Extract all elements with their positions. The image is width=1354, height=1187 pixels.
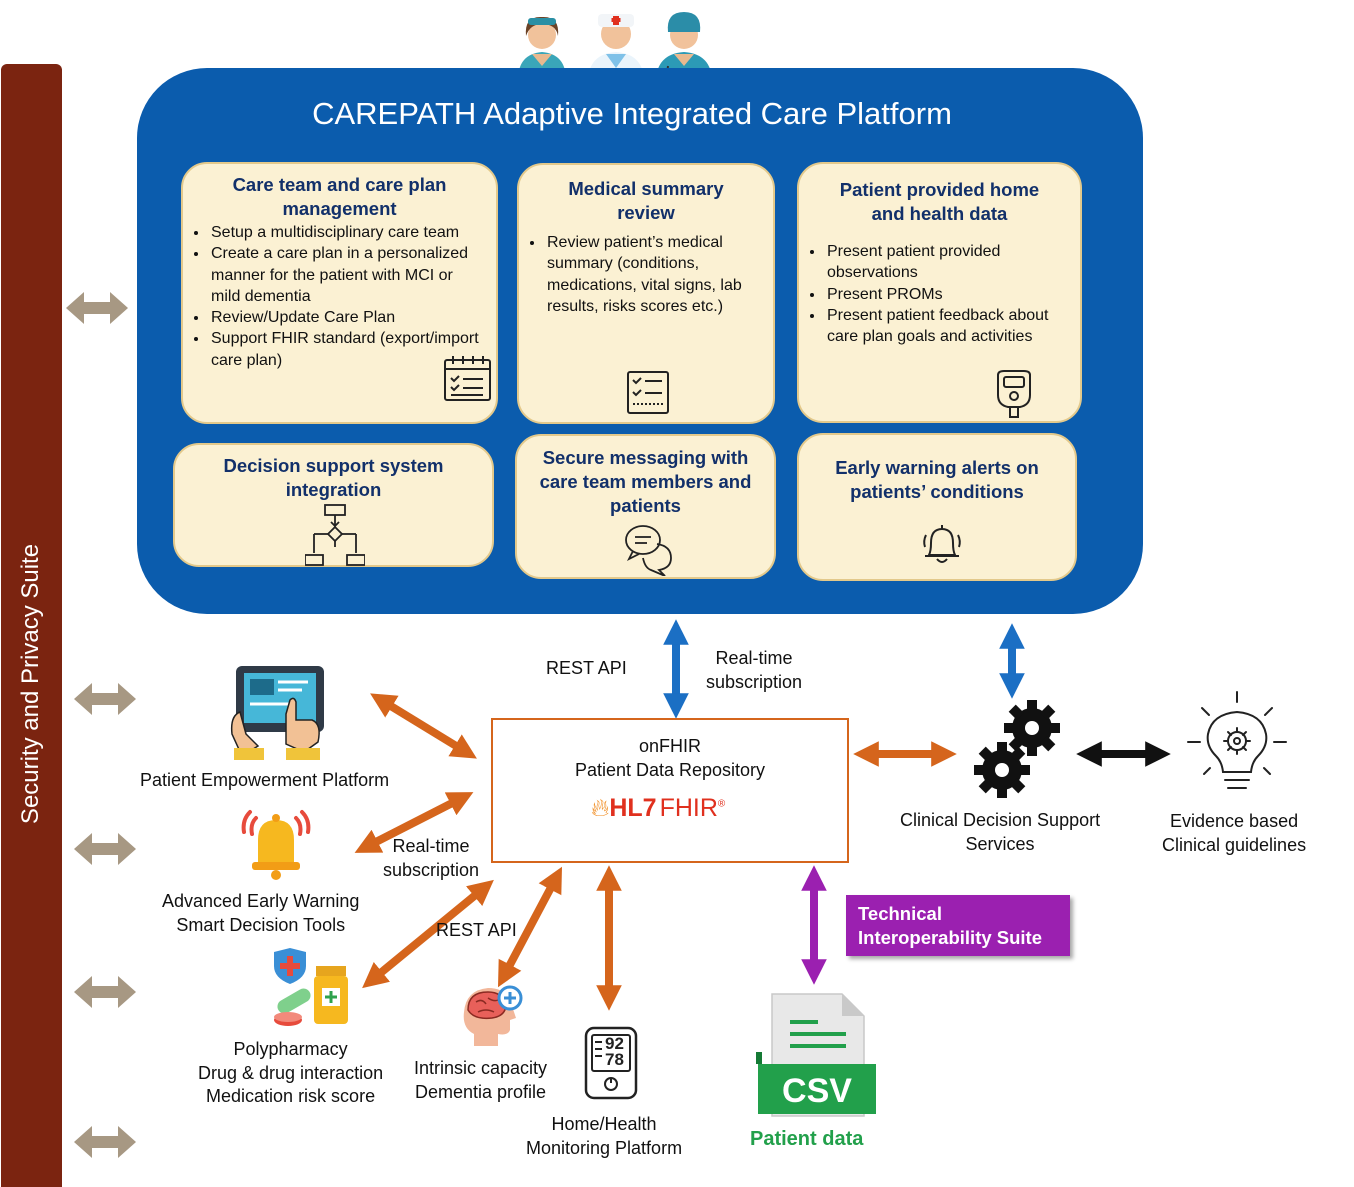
platform-title: CAREPATH Adaptive Integrated Care Platfo… bbox=[312, 96, 952, 131]
medication-icon bbox=[274, 948, 348, 1026]
card-feature-item: Support FHIR standard (export/import car… bbox=[209, 328, 479, 371]
health-monitor-device-icon bbox=[584, 1026, 638, 1100]
csv-file-icon bbox=[756, 993, 876, 1117]
double-arrow-icon bbox=[74, 976, 136, 1008]
card-medical-summary: Medical summary review Review patient’s … bbox=[517, 163, 775, 424]
fhir-logo-text: FHIR bbox=[659, 794, 718, 822]
security-privacy-suite-bar: Security and Privacy Suite bbox=[1, 64, 62, 1187]
card-feature-item: Setup a multidisciplinary care team bbox=[209, 222, 479, 243]
card-feature-item: Review/Update Care Plan bbox=[209, 307, 479, 328]
card-title: Secure messaging with care team members … bbox=[539, 447, 752, 516]
alarm-bell-icon bbox=[241, 810, 311, 880]
card-feature-item: Present PROMs bbox=[825, 284, 1065, 305]
rest-api-label: REST API bbox=[546, 658, 627, 678]
chat-bubbles-icon bbox=[625, 525, 672, 576]
polypharmacy-repo-arrow bbox=[362, 879, 494, 989]
monitor-value-bottom: 78 bbox=[605, 1050, 624, 1069]
realtime-subscription-label-left: Real-time subscription bbox=[383, 836, 480, 880]
card-early-warning: Early warning alerts on patients’ condit… bbox=[797, 433, 1077, 581]
earlywarning-repo-arrow bbox=[354, 792, 474, 853]
card-title: Early warning alerts on patients’ condit… bbox=[835, 457, 1039, 502]
repository-subtitle: Patient Data Repository bbox=[574, 760, 766, 780]
repository-name: onFHIR bbox=[638, 736, 701, 756]
flame-icon: 🔥︎ bbox=[591, 794, 610, 822]
early-warning-tools-label: Advanced Early Warning Smart Decision To… bbox=[162, 891, 360, 935]
sidebar-connector-arrows bbox=[66, 292, 136, 1158]
registered-mark: ® bbox=[717, 798, 726, 810]
flowchart-icon bbox=[305, 504, 365, 566]
card-feature-item: Present patient provided observations bbox=[825, 241, 1065, 284]
card-care-team-management: Care team and care plan management Setup… bbox=[181, 162, 498, 424]
glucometer-icon bbox=[997, 370, 1031, 418]
realtime-subscription-label: Real-time subscription bbox=[706, 648, 803, 692]
lightbulb-icon bbox=[1187, 691, 1287, 789]
csv-label: CSV bbox=[782, 1072, 852, 1110]
card-title: Decision support system integration bbox=[223, 455, 444, 500]
brain-head-icon bbox=[463, 985, 523, 1046]
card-feature-list: Setup a multidisciplinary care team Crea… bbox=[187, 222, 479, 371]
intrinsic-capacity-label: Intrinsic capacity Dementia profile bbox=[414, 1058, 548, 1102]
empowerment-repo-arrow bbox=[370, 693, 477, 759]
double-arrow-icon bbox=[74, 1126, 136, 1158]
card-feature-list: Review patient’s medical summary (condit… bbox=[523, 232, 760, 317]
tis-label: Technical Interoperability Suite bbox=[858, 903, 1043, 948]
monitor-value-top: 92 bbox=[605, 1034, 624, 1053]
double-arrow-icon bbox=[74, 683, 136, 715]
double-arrow-icon bbox=[74, 833, 136, 865]
polypharmacy-label: Polypharmacy Drug & drug interaction Med… bbox=[198, 1039, 384, 1106]
patient-data-label: Patient data bbox=[750, 1128, 864, 1150]
rest-api-label-bottom: REST API bbox=[436, 920, 517, 940]
card-patient-home-data: Patient provided home and health data Pr… bbox=[797, 162, 1082, 423]
bell-icon bbox=[923, 525, 961, 563]
card-feature-item: Review patient’s medical summary (condit… bbox=[545, 232, 760, 317]
tablet-hands-icon bbox=[230, 666, 324, 760]
calendar-checklist-icon bbox=[444, 356, 491, 401]
hl7-logo-text: HL7 bbox=[609, 794, 657, 822]
clipboard-checklist-icon bbox=[627, 371, 669, 414]
card-title: Medical summary review bbox=[568, 178, 724, 223]
card-feature-list: Present patient provided observations Pr… bbox=[803, 241, 1065, 347]
card-title: Care team and care plan management bbox=[232, 174, 447, 219]
cdss-label: Clinical Decision Support Services bbox=[900, 810, 1101, 854]
card-feature-item: Create a care plan in a personalized man… bbox=[209, 243, 479, 307]
card-title: Patient provided home and health data bbox=[839, 179, 1040, 224]
clinical-guidelines-label: Evidence based Clinical guidelines bbox=[1162, 811, 1307, 855]
monitor-reading: 92 78 bbox=[605, 1034, 624, 1069]
intrinsic-repo-arrow bbox=[498, 866, 562, 988]
card-secure-messaging: Secure messaging with care team members … bbox=[515, 434, 776, 579]
double-arrow-icon bbox=[66, 292, 128, 324]
patient-empowerment-label: Patient Empowerment Platform bbox=[140, 770, 390, 790]
home-monitoring-label: Home/Health Monitoring Platform bbox=[526, 1114, 683, 1158]
technical-interoperability-suite: Technical Interoperability Suite bbox=[846, 895, 1070, 956]
card-feature-item: Present patient feedback about care plan… bbox=[825, 305, 1065, 348]
gears-icon bbox=[974, 700, 1060, 798]
card-decision-support: Decision support system integration bbox=[173, 443, 494, 567]
